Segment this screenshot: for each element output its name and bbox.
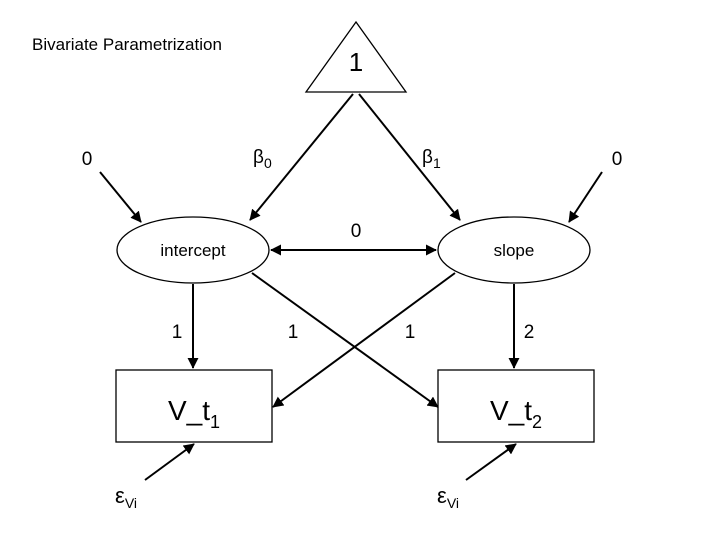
observed-label-t2: V_t2 [490, 395, 542, 432]
slope-t1-arrow [272, 272, 456, 408]
diagram-title: Bivariate Parametrization [32, 35, 222, 54]
covariance-label: 0 [351, 221, 362, 242]
intercept-variance-label: 0 [82, 149, 93, 170]
beta1-path-arrow [358, 93, 461, 221]
slope-t1-label: 1 [405, 322, 416, 343]
slope-t2-label: 2 [524, 322, 535, 343]
observed-label-t1: V_t1 [168, 395, 220, 432]
observed-box-t1 [115, 369, 273, 443]
intercept-t1-label: 1 [172, 322, 183, 343]
slope-variance-label: 0 [612, 149, 623, 170]
error-t1-label: εVi [115, 483, 137, 511]
constant-triangle [304, 20, 408, 93]
observed-box-t2 [437, 369, 595, 443]
error-t2-arrow [465, 443, 517, 481]
slope-label: slope [494, 241, 535, 260]
slope-variance-arrow [568, 171, 603, 223]
intercept-label: intercept [160, 241, 225, 260]
beta1-label: β1 [422, 147, 441, 171]
error-t2-label: εVi [437, 483, 459, 511]
error-t1-arrow [144, 443, 195, 481]
beta0-label: β0 [253, 147, 272, 171]
intercept-node [116, 216, 270, 284]
beta0-path-arrow [249, 93, 354, 221]
intercept-t2-label: 1 [288, 322, 299, 343]
intercept-t2-arrow [251, 272, 439, 408]
intercept-variance-arrow [99, 171, 142, 223]
constant-label: 1 [349, 47, 363, 77]
slope-node [437, 216, 591, 284]
